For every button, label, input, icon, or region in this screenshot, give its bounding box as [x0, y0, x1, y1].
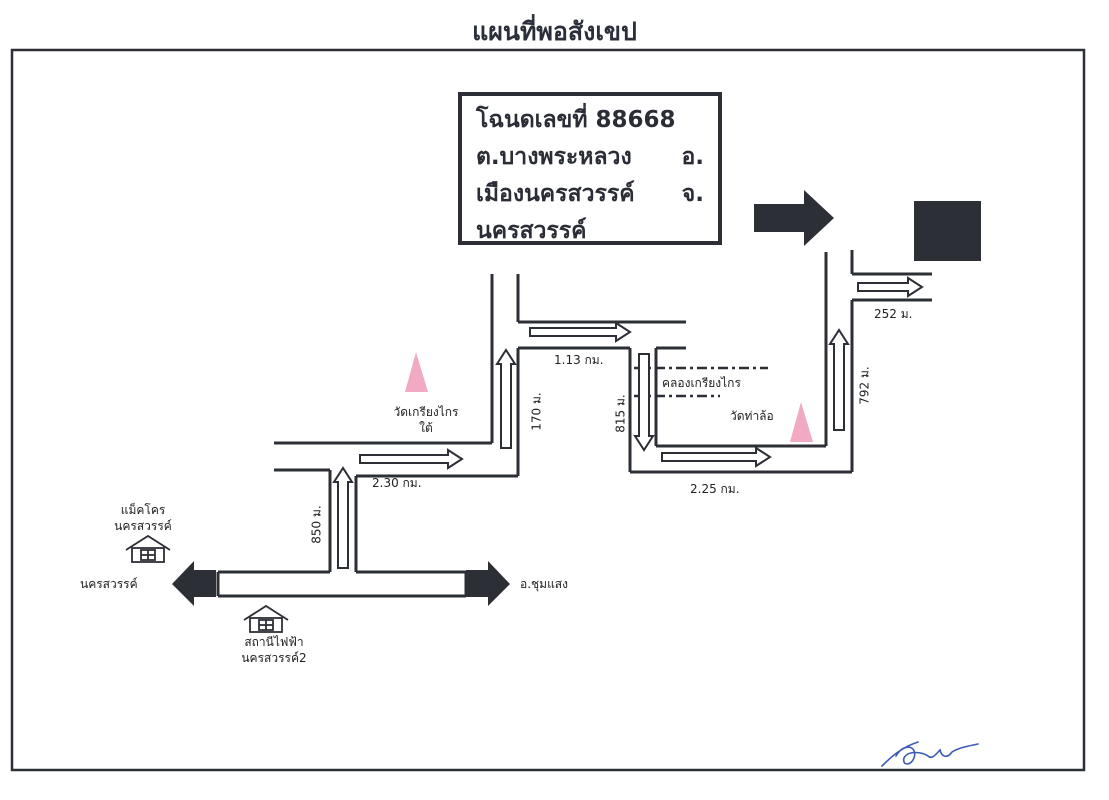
distance-170: 170 ม. — [529, 392, 544, 431]
distance-113: 1.13 กม. — [554, 353, 604, 367]
route-arrow-113 — [529, 321, 632, 343]
makro-label-line2: นครสวรรค์ — [114, 519, 172, 533]
wat-kriangkrai-label: วัดเกรียงไกร ใต้ — [380, 404, 472, 436]
deed-district-prefix: อ. — [681, 144, 704, 170]
destination-arrow — [754, 190, 834, 246]
route-arrow-230 — [359, 448, 464, 470]
temple-icon — [405, 352, 428, 392]
deed-province-prefix: จ. — [681, 181, 704, 207]
makro-label: แม็คโคร นครสวรรค์ — [106, 502, 180, 534]
route-arrows — [332, 276, 924, 569]
route-arrow-850 — [332, 466, 354, 569]
route-arrow-225 — [661, 446, 772, 468]
substation-label: สถานีไฟฟ้า นครสวรรค์2 — [234, 634, 314, 666]
house-icon — [125, 534, 171, 563]
title-deed-box: โฉนดเลขที่ 88668 ต.บางพระหลวง อ. เมืองนคร… — [458, 92, 722, 245]
deed-number: โฉนดเลขที่ 88668 — [476, 107, 676, 133]
east-arrow — [466, 561, 510, 606]
roads — [216, 250, 932, 598]
signature — [881, 741, 979, 767]
distance-850: 850 ม. — [309, 505, 324, 544]
deed-province: นครสวรรค์ — [476, 218, 587, 244]
deed-district: เมืองนครสวรรค์ — [476, 181, 635, 207]
east-destination-label: อ.ชุมแสง — [520, 577, 568, 591]
route-arrow-792 — [828, 328, 850, 431]
distance-815: 815 ม. — [613, 394, 628, 433]
makro-label-line1: แม็คโคร — [120, 503, 166, 517]
deed-subdistrict: ต.บางพระหลวง — [476, 144, 632, 170]
distance-792: 792 ม. — [857, 366, 872, 405]
distance-225: 2.25 กม. — [690, 482, 740, 496]
solid-arrows — [172, 190, 834, 606]
canal-label: คลองเกรียงไกร — [662, 376, 741, 390]
wat-kriangkrai-line1: วัดเกรียงไกร — [393, 405, 459, 419]
temple-icon — [790, 402, 813, 442]
map-frame — [10, 48, 1086, 772]
distance-252: 252 ม. — [874, 307, 913, 321]
substation-label-line1: สถานีไฟฟ้า — [244, 635, 304, 649]
wat-kriangkrai-line2: ใต้ — [419, 421, 433, 435]
distance-230: 2.30 กม. — [372, 476, 422, 490]
substation-label-line2: นครสวรรค์2 — [241, 651, 307, 665]
map-title: แผนที่พอสังเขป — [472, 17, 637, 46]
route-arrow-252 — [857, 276, 924, 298]
land-plot-marker — [914, 201, 981, 261]
west-destination-label: นครสวรรค์ — [80, 577, 138, 591]
route-arrow-170 — [495, 348, 517, 449]
wat-tha-lo-label: วัดท่าล้อ — [730, 409, 774, 423]
route-arrow-815 — [633, 353, 655, 452]
west-arrow — [172, 561, 216, 606]
house-icon — [243, 604, 289, 633]
